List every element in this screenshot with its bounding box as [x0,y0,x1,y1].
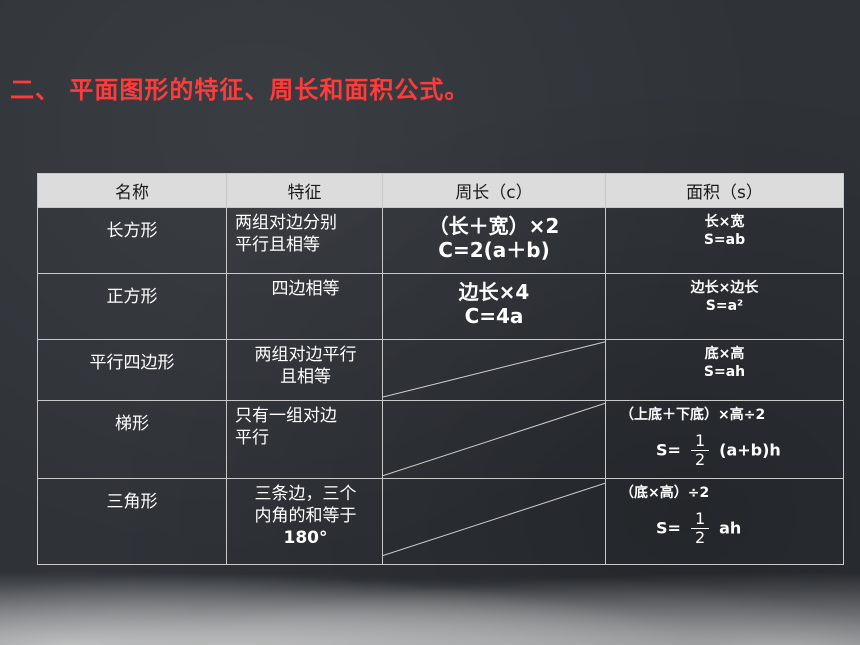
fraction-denominator: 2 [694,450,706,469]
formula-suffix: ah [719,518,742,538]
shape-area: 边长×边长 S=a² [605,273,844,340]
shape-name: 三角形 [37,478,227,565]
area-line: （底×高）÷2 [620,485,710,501]
header-name: 名称 [37,173,227,208]
page-title: 二、 平面图形的特征、周长和面积公式。 [10,76,470,104]
feature-line: 四边相等 [271,279,340,299]
formula-prefix: S= [656,518,681,538]
header-feature: 特征 [226,173,383,208]
area-line: S=ab [703,232,746,248]
feature-line: 平行 [235,428,269,448]
feature-line: 180° [283,528,328,548]
table-header-row: 名称 特征 周长（c） 面积（s） [37,173,844,208]
area-line: 底×高 [704,346,745,362]
perimeter-line: C=2(a＋b) [438,238,550,262]
shape-perimeter: （长＋宽）×2 C=2(a＋b) [382,207,606,274]
area-line: S=ah [703,364,746,380]
table-row: 平行四边形 两组对边平行 且相等 底×高 S=ah [37,339,844,401]
table-row: 正方形 四边相等 边长×4 C=4a 边长×边长 S=a² [37,273,844,340]
area-line: 边长×边长 [690,280,759,296]
shape-area: 底×高 S=ah [605,339,844,401]
feature-line: 且相等 [280,367,331,387]
shape-perimeter-empty [382,478,606,565]
perimeter-line: 边长×4 [458,280,530,304]
feature-line: 两组对边分别 [235,213,337,233]
diagonal-slash [383,340,605,400]
diagonal-slash [383,479,605,564]
formula-suffix: (a+b)h [719,440,781,460]
fraction-numerator: 1 [690,510,710,529]
shape-feature: 两组对边平行 且相等 [226,339,383,401]
feature-line: 内角的和等于 [254,506,357,526]
area-line: 长×宽 [704,214,745,230]
header-perimeter: 周长（c） [382,173,606,208]
shape-feature: 只有一组对边 平行 [226,400,383,479]
shape-perimeter-empty [382,339,606,401]
shape-perimeter-empty [382,400,606,479]
fraction-denominator: 2 [694,528,706,547]
perimeter-line: C=4a [464,304,524,328]
shape-feature: 两组对边分别 平行且相等 [226,207,383,274]
diagonal-slash [383,401,605,478]
area-line: S=a² [705,298,744,314]
formula-table: 名称 特征 周长（c） 面积（s） 长方形 两组对边分别 平行且相等 （长＋宽）… [37,173,844,565]
formula-prefix: S= [656,440,681,460]
shape-name: 梯形 [37,400,227,479]
background-cloud-decoration [0,550,860,645]
feature-line: 三条边，三个 [254,484,357,504]
fraction-numerator: 1 [690,432,710,451]
area-line: （上底＋下底）×高÷2 [620,407,766,423]
shape-area: 长×宽 S=ab [605,207,844,274]
shape-name: 正方形 [37,273,227,340]
shape-feature: 四边相等 [226,273,383,340]
feature-line: 平行且相等 [235,235,320,255]
feature-line: 只有一组对边 [235,406,337,426]
feature-line: 两组对边平行 [254,345,357,365]
shape-feature: 三条边，三个 内角的和等于 180° [226,478,383,565]
header-area: 面积（s） [605,173,844,208]
perimeter-line: （长＋宽）×2 [428,214,560,238]
shape-name: 长方形 [37,207,227,274]
shape-perimeter: 边长×4 C=4a [382,273,606,340]
table-row: 长方形 两组对边分别 平行且相等 （长＋宽）×2 C=2(a＋b) 长×宽 S=… [37,207,844,274]
shape-name: 平行四边形 [37,339,227,401]
